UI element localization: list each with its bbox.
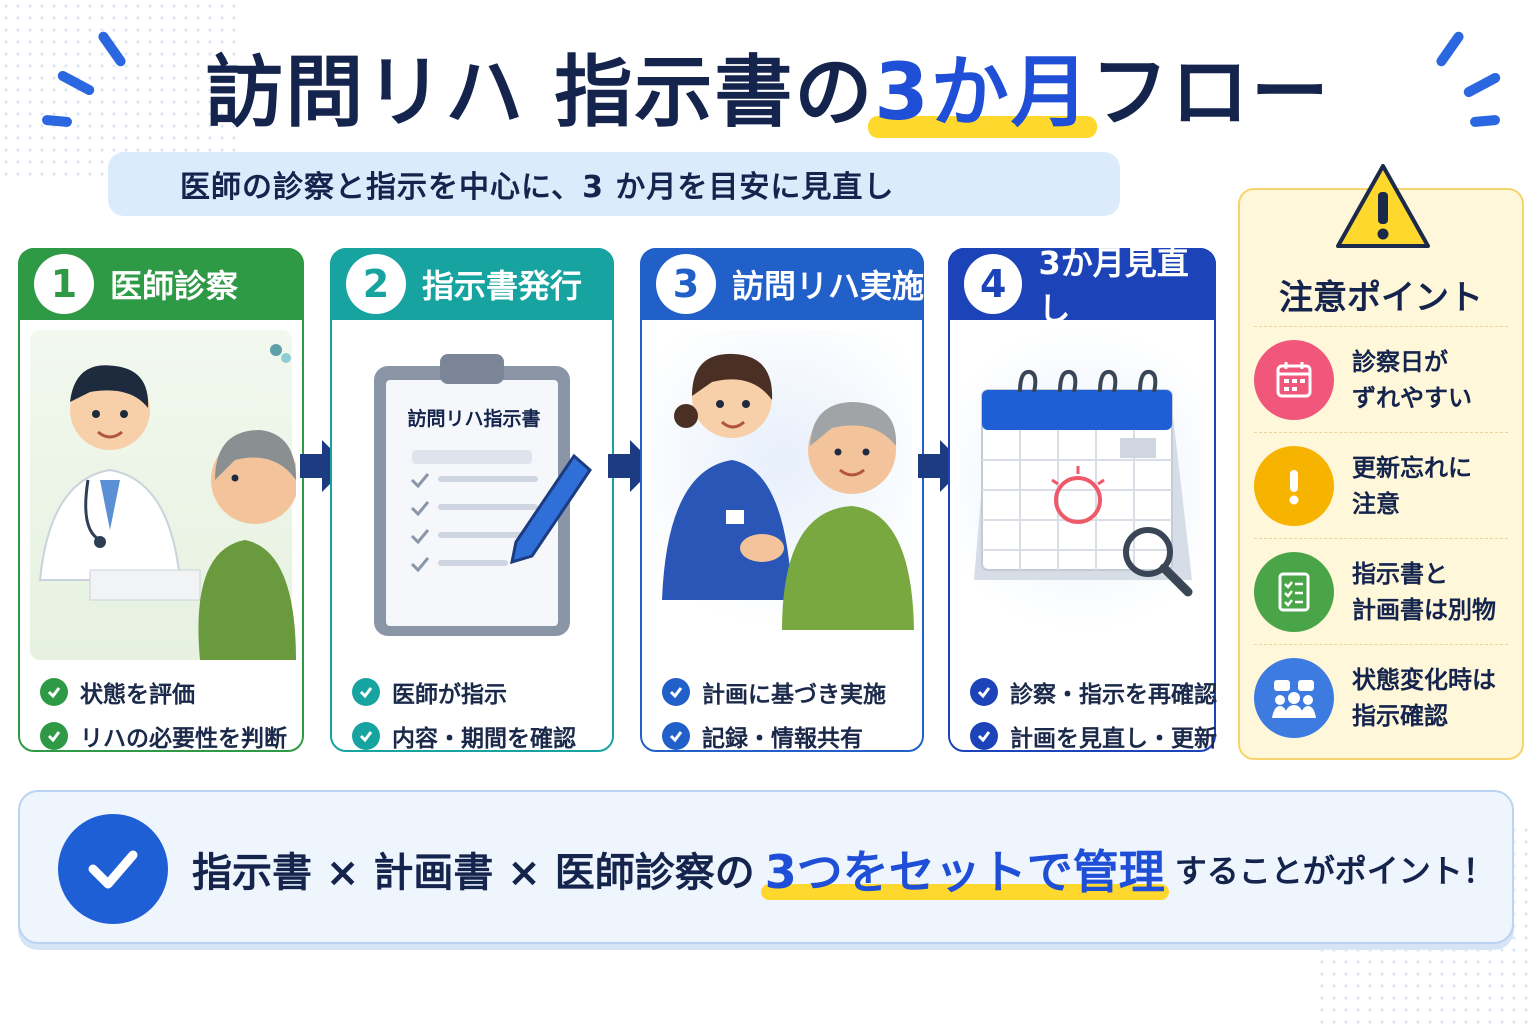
step-card-4: 4 3か月見直し	[948, 244, 1217, 752]
arrow-right-icon	[918, 440, 966, 492]
doctor-consultation-illustration	[30, 330, 299, 660]
check-icon	[970, 722, 998, 750]
check-icon	[970, 678, 998, 706]
caution-panel: 注意ポイント 診察日が ずれやすい 更新忘れに 注意 指示書と 計画書は別物 状…	[1238, 164, 1524, 760]
step-checklist: 状態を評価 リハの必要性を判断	[40, 670, 292, 758]
caution-item-text: 状態変化時は 指示確認	[1352, 665, 1496, 730]
team-chat-icon	[1254, 657, 1334, 738]
list-item-text: 医師が指示	[392, 682, 507, 708]
list-item: リハの必要性を判断	[40, 714, 292, 758]
check-icon	[40, 722, 68, 750]
caution-item: 診察日が ずれやすい	[1254, 326, 1508, 432]
check-icon	[40, 678, 68, 706]
list-item-text: 内容・期間を確認	[392, 726, 576, 752]
step-card-1: 1 医師診察 状態を評価 リハの必要性を判断	[18, 248, 304, 752]
list-item-text: 計画を見直し・更新	[1010, 726, 1217, 752]
arrow-right-icon	[608, 440, 656, 492]
check-circle-icon	[58, 814, 168, 924]
page-title: 訪問リハ 指示書の3か月フロー	[0, 30, 1536, 140]
list-item: 計画を見直し・更新	[970, 714, 1217, 758]
step-header: 1 医師診察	[18, 248, 304, 320]
step-number: 3	[656, 254, 716, 314]
list-item-text: 診察・指示を再確認	[1010, 682, 1217, 708]
list-item-text: 状態を評価	[80, 682, 195, 708]
list-item: 計画に基づき実施	[662, 670, 912, 714]
step-label: 指示書発行	[422, 267, 583, 305]
list-item: 状態を評価	[40, 670, 292, 714]
caution-item-text: 指示書と 計画書は別物	[1352, 559, 1496, 624]
step-header: 4 3か月見直し	[948, 244, 1216, 328]
title-pre: 訪問リハ 指示書の	[205, 48, 875, 138]
title-post: フロー	[1090, 48, 1331, 138]
step-label: 3か月見直し	[1038, 244, 1189, 328]
list-item: 診察・指示を再確認	[970, 670, 1217, 714]
summary-banner: 指示書 × 計画書 × 医師診察の 3つをセットで管理 することがポイント！	[18, 790, 1514, 944]
step-number: 2	[346, 254, 406, 314]
check-icon	[662, 722, 690, 750]
background-dots	[0, 0, 240, 180]
step-header: 2 指示書発行	[330, 248, 614, 320]
list-item: 医師が指示	[352, 670, 602, 714]
warning-triangle-icon	[1336, 164, 1430, 248]
checklist-icon	[1254, 551, 1334, 632]
summary-pre: 指示書 × 計画書 × 医師診察の	[192, 850, 755, 896]
caution-item: 指示書と 計画書は別物	[1254, 538, 1508, 644]
calendar-illustration	[960, 330, 1204, 660]
check-icon	[662, 678, 690, 706]
summary-text: 指示書 × 計画書 × 医師診察の 3つをセットで管理 することがポイント！	[192, 792, 1495, 946]
caution-item-text: 更新忘れに 注意	[1352, 453, 1472, 518]
clipboard-document-title: 訪問リハ指示書	[407, 408, 541, 430]
list-item-text: リハの必要性を判断	[80, 726, 287, 752]
step-label: 医師診察	[110, 267, 239, 305]
clipboard-illustration: 訪問リハ指示書	[342, 330, 602, 660]
step-card-3: 3 訪問リハ実施 計画に基づき実施 記録・情報共有	[640, 248, 924, 752]
list-item-text: 計画に基づき実施	[702, 682, 886, 708]
exclamation-icon	[1254, 445, 1334, 526]
check-icon	[352, 722, 380, 750]
therapist-illustration	[652, 330, 914, 660]
step-checklist: 医師が指示 内容・期間を確認	[352, 670, 602, 758]
caution-item: 更新忘れに 注意	[1254, 432, 1508, 538]
step-number: 4	[964, 254, 1023, 314]
list-item: 記録・情報共有	[662, 714, 912, 758]
caution-title: 注意ポイント	[1279, 278, 1483, 318]
step-checklist: 計画に基づき実施 記録・情報共有	[662, 670, 912, 758]
step-header: 3 訪問リハ実施	[640, 248, 924, 320]
step-label: 訪問リハ実施	[732, 267, 925, 305]
step-checklist: 診察・指示を再確認 計画を見直し・更新	[970, 670, 1217, 758]
calendar-icon	[1254, 339, 1334, 420]
step-number: 1	[34, 254, 94, 314]
subtitle-banner: 医師の診察と指示を中心に、3 か月を目安に見直し	[108, 152, 1120, 216]
step-card-2: 2 指示書発行 訪問リハ指示書 医師が指示 内容・期間を確認	[330, 248, 614, 752]
arrow-right-icon	[300, 440, 348, 492]
list-item-text: 記録・情報共有	[702, 726, 863, 752]
check-icon	[352, 678, 380, 706]
caution-item-text: 診察日が ずれやすい	[1352, 347, 1472, 412]
caution-item: 状態変化時は 指示確認	[1254, 644, 1508, 750]
list-item: 内容・期間を確認	[352, 714, 602, 758]
subtitle-text: 医師の診察と指示を中心に、3 か月を目安に見直し	[180, 170, 895, 205]
summary-highlight: 3つをセットで管理	[760, 836, 1169, 902]
summary-post: することがポイント！	[1174, 852, 1495, 890]
title-accent: 3か月	[868, 30, 1097, 142]
